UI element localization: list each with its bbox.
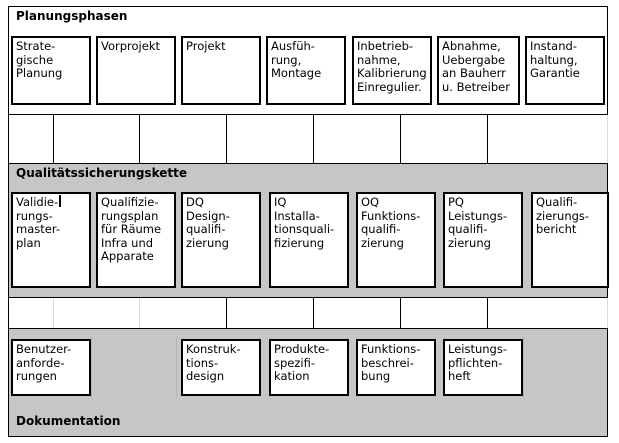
band-gridline-1 [91,337,92,398]
connector-line-6 [400,115,401,163]
node-abnahme-uebergabe[interactable]: Abnahme, Uebergabe an Bauherr u. Betreib… [437,36,520,105]
connector-line-8 [607,115,608,163]
connector-line-2 [53,115,54,163]
node-strategische-planung[interactable]: Strate- gische Planung [11,36,91,105]
node-benutzeranforderungen[interactable]: Benutzer- anforde- rungen [11,339,91,396]
connector-line-10 [53,298,54,328]
band-title-planungsphasen: Planungsphasen [16,9,128,23]
connector-line-15 [487,298,488,328]
connector-line-12 [226,298,227,328]
node-konstruktionsdesign[interactable]: Konstruk- tions- design [181,339,261,396]
node-qualifizierungsplan[interactable]: Qualifizie- rungsplan für Räume Infra un… [96,192,176,288]
node-pq-leistungsqualifizierung[interactable]: PQ Leistungs- qualifi- zierung [443,192,523,288]
connector-line-16 [607,298,608,328]
band-gridline-2 [176,337,177,398]
band-gridline-3 [523,337,524,398]
node-validierungsmasterplan[interactable]: Validie- rungs- master- plan [11,192,91,288]
node-projekt[interactable]: Projekt [181,36,261,105]
node-oq-funktionsqualifizierung[interactable]: OQ Funktions- qualifi- zierung [356,192,436,288]
band-title-dokumentation: Dokumentation [16,414,121,428]
node-qualifizierungsbericht[interactable]: Qualifi- zierungs- bericht [531,192,609,288]
connector-line-5 [313,115,314,163]
node-ausfuehrung-montage[interactable]: Ausfüh- rung, Montage [266,36,346,105]
connector-line-7 [487,115,488,163]
node-instandhaltung-garantie[interactable]: Instand- haltung, Garantie [525,36,605,105]
node-produktespezifikation[interactable]: Produkte- spezifi- kation [269,339,349,396]
connector-line-11 [139,298,140,328]
connector-line-1 [8,115,9,163]
node-leistungspflichtenheft[interactable]: Leistungs- pflichten- heft [443,339,523,396]
connector-line-13 [313,298,314,328]
connector-line-14 [400,298,401,328]
node-funktionsbeschreibung[interactable]: Funktions- beschrei- bung [356,339,436,396]
connector-line-9 [8,298,9,328]
node-inbetriebnahme[interactable]: Inbetrieb- nahme, Kalibrierung Einreguli… [352,36,432,105]
connector-line-3 [139,115,140,163]
node-vorprojekt[interactable]: Vorprojekt [96,36,176,105]
node-iq-installationsqualifizierung[interactable]: IQ Installa- tionsquali- fizierung [269,192,349,288]
text-cursor-caret [59,195,61,207]
node-dq-designqualifizierung[interactable]: DQ Design- qualifi- zierung [181,192,261,288]
connector-line-4 [226,115,227,163]
band-title-qualitaetssicherungskette: Qualitätssicherungskette [16,166,187,180]
